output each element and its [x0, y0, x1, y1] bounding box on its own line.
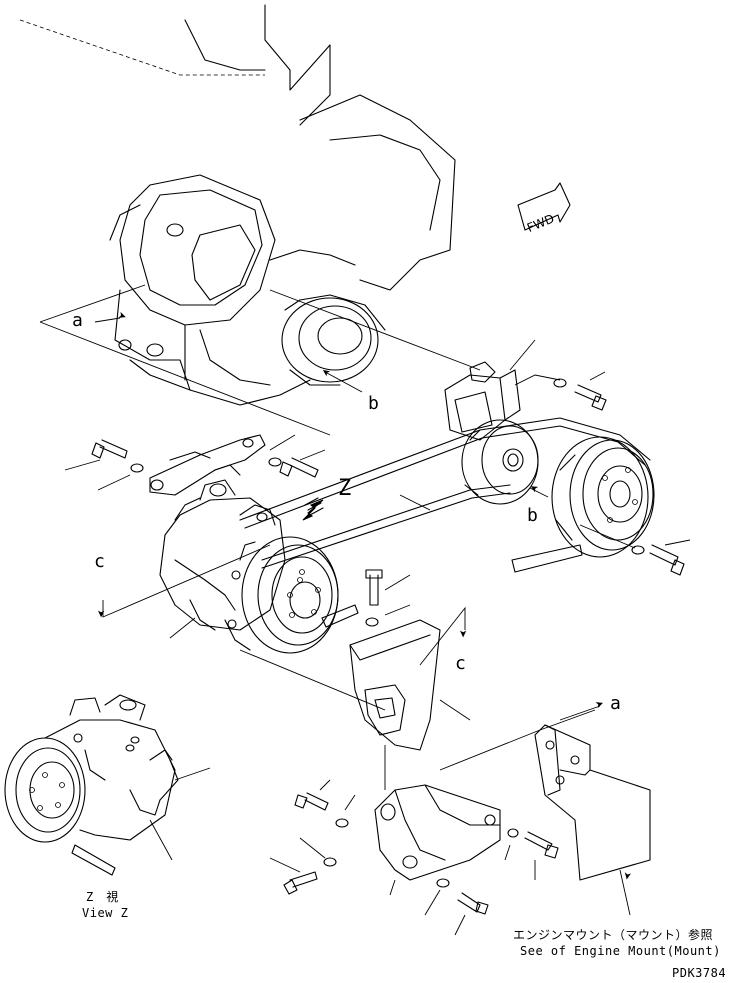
label-z: Z — [338, 476, 352, 501]
view-z-compressor — [4, 694, 179, 876]
idler-pulley — [461, 419, 539, 505]
view-caption-jp: Z 視 — [86, 890, 119, 904]
lower-mount — [374, 784, 501, 881]
label-b-top: b — [368, 393, 379, 414]
crank-pulley — [551, 436, 655, 558]
label-c-right: c — [455, 653, 466, 674]
fwd-arrow — [517, 182, 571, 231]
view-caption-en: View Z — [82, 906, 129, 920]
engine-mount-bracket — [534, 724, 651, 881]
tensioner-bracket — [444, 339, 607, 441]
drawing-number: PDK3784 — [672, 966, 727, 980]
label-a-top: a — [72, 310, 83, 331]
arrow-c-left: ➤ — [92, 609, 109, 619]
compressor-upper-bracket — [149, 434, 266, 496]
reference-note-jp: エンジンマウント（マウント）参照 — [513, 928, 714, 942]
label-a-bottom: a — [610, 693, 621, 714]
lower-bracket — [239, 619, 471, 751]
label-b-right: b — [527, 505, 538, 526]
reference-note-en: See of Engine Mount(Mount) — [520, 944, 721, 958]
engine-block — [19, 4, 456, 406]
v-belt — [239, 417, 651, 569]
arrow-c-right: ➤ — [454, 629, 471, 639]
compressor — [159, 479, 339, 654]
label-c-left: c — [94, 551, 105, 572]
